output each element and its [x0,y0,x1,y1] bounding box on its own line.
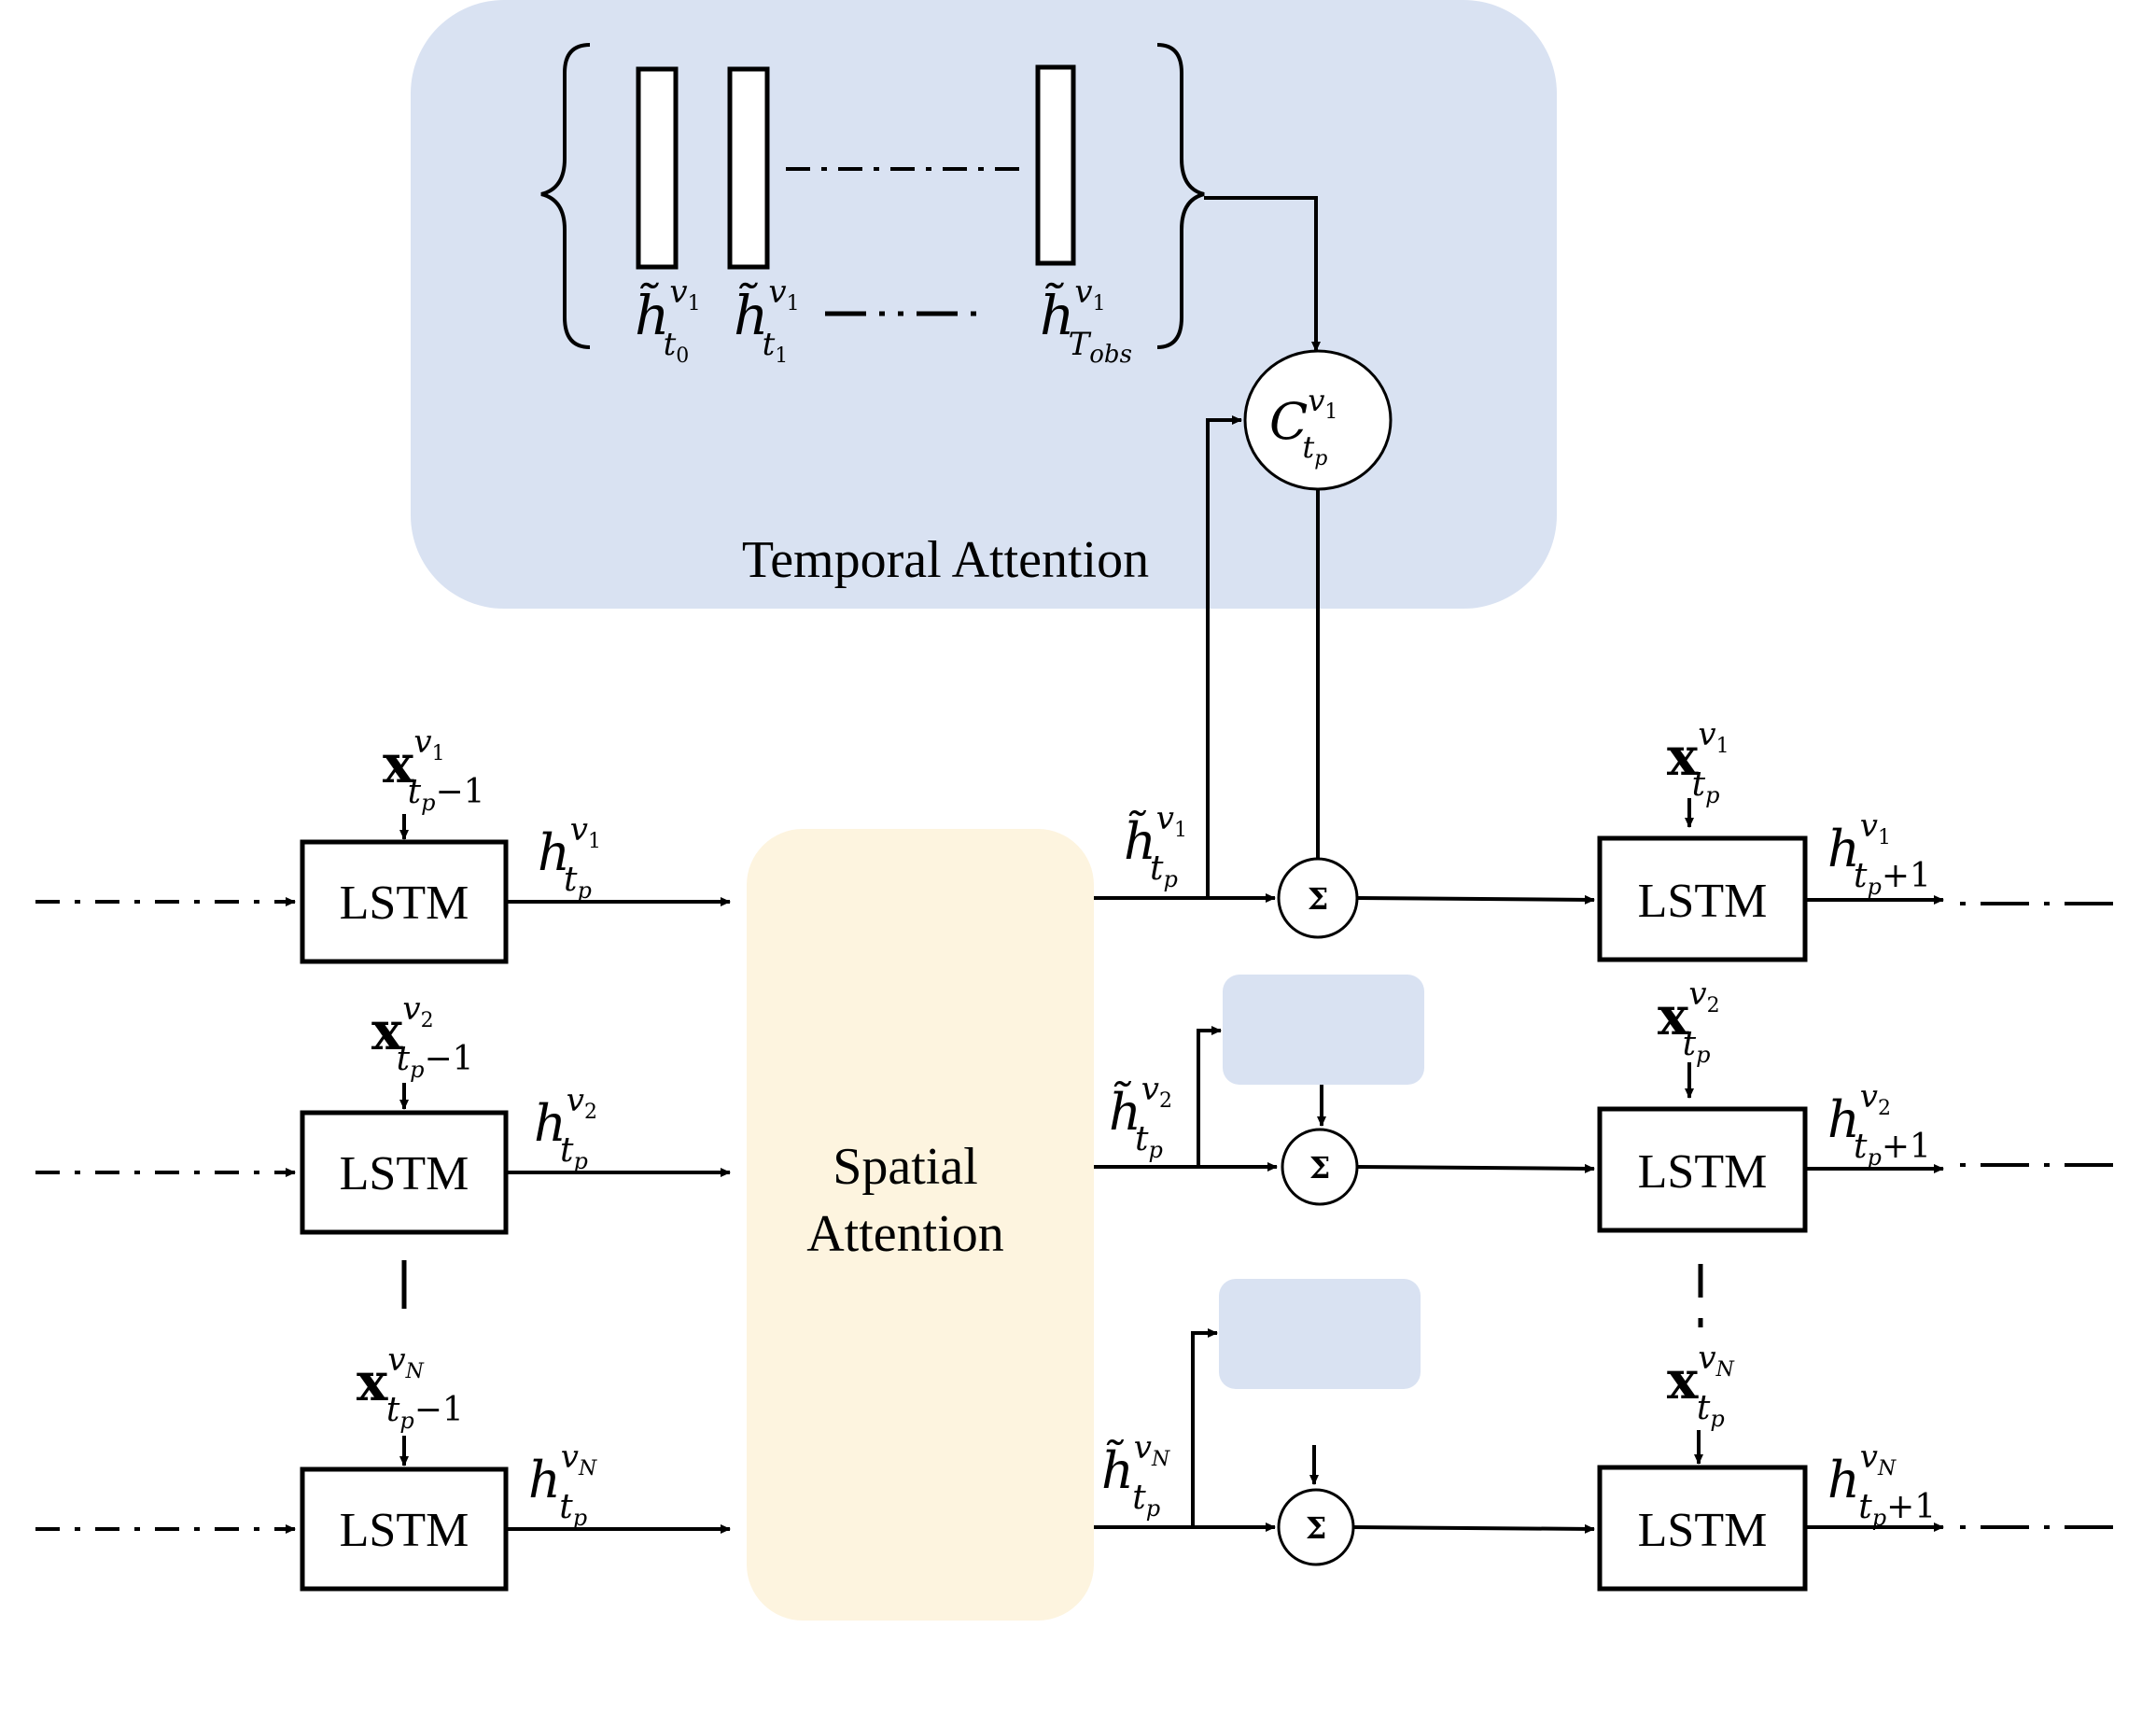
hidden-state-bar-t0 [636,66,679,270]
rowN-lstm-out-box [1597,1465,1808,1592]
hidden-state-bar-tobs [1035,64,1076,266]
row2-sum-symbol: Σ [1309,1150,1331,1186]
row2-lstm-out-label: LSTM [1638,1145,1768,1199]
spatial-attention-label-line2: Attention [806,1205,1004,1263]
row2-sum-to-lstm-arrow [1356,1163,1595,1173]
left-brace [540,43,591,349]
rowN-sum-to-lstm-arrow [1352,1523,1595,1534]
row1-htilde-to-context-arrow [1206,415,1242,898]
rowN-lstm-in-box [300,1466,509,1592]
row2-lstm-out-box [1597,1106,1808,1233]
row-v1: LSTM Σ LSTM [35,415,2117,964]
hidden-state-bar-t1 [727,66,770,270]
row1-sum-symbol: Σ [1308,881,1329,917]
row1-lstm-out-label: LSTM [1638,875,1768,928]
brace-to-context-arrow [1204,196,1321,352]
spatial-attention-label-line1: Spatial [833,1138,978,1196]
temporal-attention-placeholder-vN [1219,1279,1421,1389]
row2-lstm-in-label: LSTM [340,1147,469,1200]
temporal-attention-panel [411,0,1557,609]
rowN-sum-symbol: Σ [1306,1510,1327,1546]
row2-lstm-in-box [300,1110,509,1235]
row-vN: LSTM Σ LSTM [35,1328,2117,1592]
temporal-attention-label: Temporal Attention [742,531,1149,589]
row1-lstm-out-box [1597,835,1808,962]
rowN-lstm-out-label: LSTM [1638,1504,1768,1557]
rowN-htilde-to-placeholder-arrow [1191,1328,1218,1527]
row1-lstm-in-label: LSTM [340,877,469,930]
right-brace [1156,43,1205,349]
row2-htilde-to-placeholder-arrow [1197,1026,1222,1167]
spatial-attention-panel [747,829,1094,1621]
row1-sum-to-lstm-arrow [1356,894,1595,905]
temporal-attention-placeholder-v2 [1223,975,1424,1085]
row1-lstm-in-box [300,839,509,964]
rowN-lstm-in-label: LSTM [340,1504,469,1557]
row-v2: LSTM Σ LSTM [35,1026,2117,1235]
